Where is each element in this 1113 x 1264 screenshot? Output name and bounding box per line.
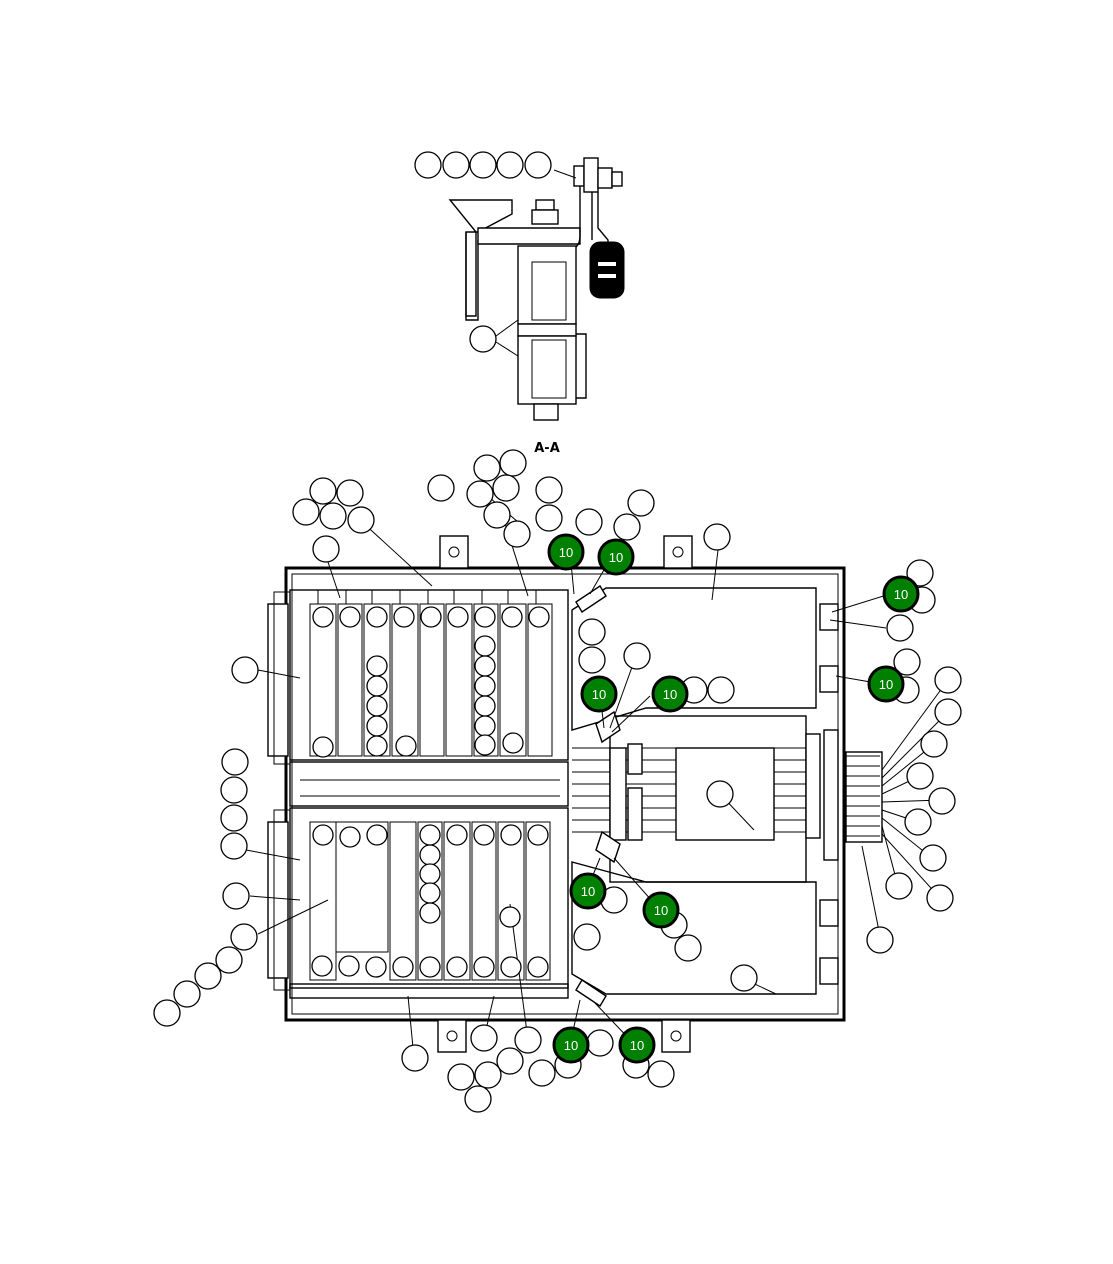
svg-text:10: 10 [592, 687, 606, 702]
callout-10: 10 [867, 665, 905, 703]
callout-10: 10 [569, 872, 607, 910]
svg-text:10: 10 [564, 1038, 578, 1053]
section-a-a-label: A-A [534, 441, 560, 456]
svg-text:10: 10 [581, 884, 595, 899]
svg-text:10: 10 [630, 1038, 644, 1053]
svg-text:10: 10 [663, 687, 677, 702]
callout-bubbles [153, 151, 962, 1113]
callout-10: 10 [597, 538, 635, 576]
callout-10: 10 [547, 533, 585, 571]
svg-text:10: 10 [879, 677, 893, 692]
callout-10: 10 [642, 891, 680, 929]
highlighted-callouts: 10 10 10 10 10 10 10 10 [547, 533, 920, 1064]
svg-text:10: 10 [894, 587, 908, 602]
callout-10: 10 [651, 675, 689, 713]
svg-text:10: 10 [559, 545, 573, 560]
svg-text:10: 10 [609, 550, 623, 565]
callout-10: 10 [882, 575, 920, 613]
callout-10: 10 [552, 1026, 590, 1064]
main-plan-view [267, 535, 883, 1053]
section-a-a-view [448, 157, 625, 421]
svg-text:10: 10 [654, 903, 668, 918]
callout-10: 10 [580, 675, 618, 713]
callout-10: 10 [618, 1026, 656, 1064]
